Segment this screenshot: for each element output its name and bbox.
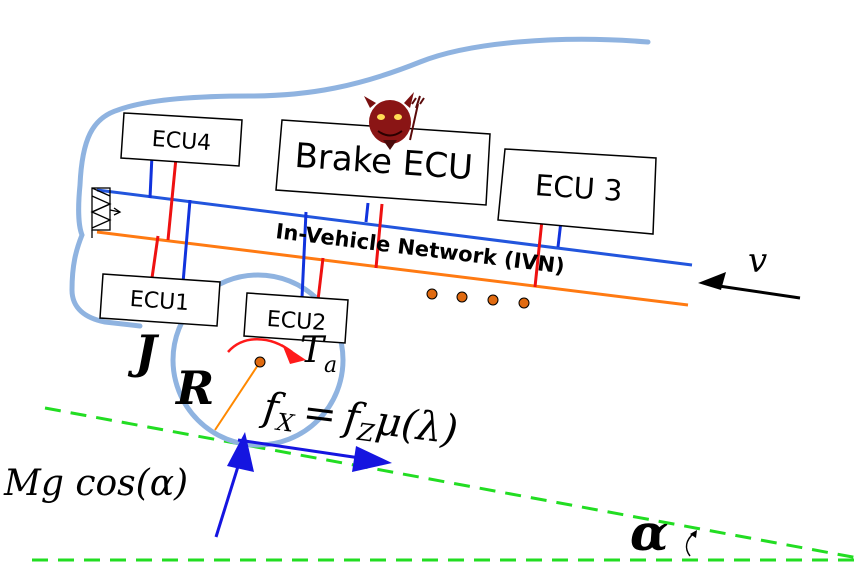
ivn-label: In-Vehicle Network (IVN) bbox=[274, 219, 566, 278]
road-slope-line bbox=[44, 406, 859, 560]
ecu4-label: ECU4 bbox=[151, 127, 212, 156]
svg-text:fX=fZμ(λ): fX=fZμ(λ) bbox=[257, 384, 460, 458]
wheel bbox=[170, 272, 346, 448]
ecu2-label: ECU2 bbox=[266, 307, 327, 336]
radius-line bbox=[214, 361, 261, 431]
ecu4-box: ECU4 bbox=[120, 112, 243, 167]
friction-force-arrow bbox=[237, 438, 361, 460]
inertia-symbol: J bbox=[127, 325, 160, 379]
can-high-bus bbox=[96, 188, 693, 267]
wheel-center bbox=[254, 356, 266, 368]
can-low-bus bbox=[96, 230, 689, 307]
bus-terminator-icon bbox=[90, 187, 122, 238]
friction-equation: fX=fZμ(λ) bbox=[257, 384, 461, 458]
velocity-arrow bbox=[711, 283, 801, 300]
velocity-symbol: v bbox=[748, 241, 767, 281]
brake-ecu-box: Brake ECU bbox=[275, 119, 491, 206]
normal-force-label: Mg cos(α) bbox=[3, 463, 188, 504]
more-ecus-dots bbox=[426, 288, 530, 309]
devil-face-icon bbox=[364, 92, 425, 150]
ecu3-box: ECU 3 bbox=[497, 148, 657, 235]
radius-symbol: R bbox=[174, 361, 214, 415]
torque-symbol: Ta bbox=[300, 330, 337, 378]
ecu3-label: ECU 3 bbox=[534, 168, 624, 208]
slope-angle-symbol: α bbox=[630, 503, 668, 562]
ecu1-label: ECU1 bbox=[129, 287, 190, 316]
ecu2-box: ECU2 bbox=[243, 292, 349, 344]
torque-arrow bbox=[227, 338, 293, 354]
car-body-outline bbox=[69, 36, 651, 329]
slope-angle-arc bbox=[685, 532, 695, 557]
ecu1-box: ECU1 bbox=[99, 273, 221, 327]
normal-force-arrow bbox=[214, 459, 242, 538]
